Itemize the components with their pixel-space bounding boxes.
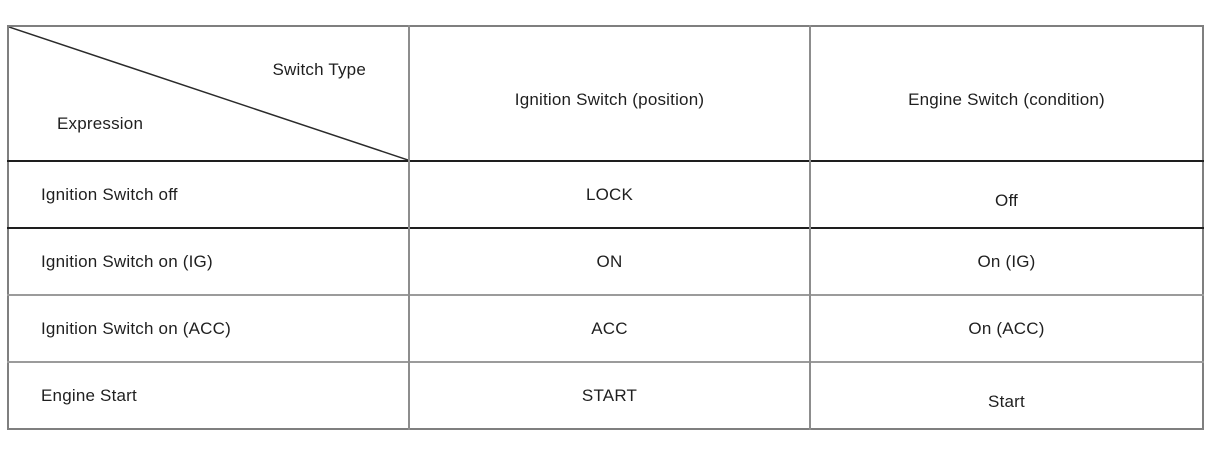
table-header-row: Switch Type Expression Ignition Switch (…	[8, 26, 1203, 161]
cell-engine-condition: Off	[809, 161, 1203, 228]
table-row-ignition-switch-off: Ignition Switch off LOCK Off	[8, 161, 1203, 228]
cell-ignition-position: LOCK	[408, 161, 810, 228]
cell-expression: Ignition Switch on (ACC)	[41, 318, 231, 338]
table-row-ignition-switch-on-ig: Ignition Switch on (IG) ON On (IG)	[8, 228, 1203, 295]
cell-engine-condition: Start	[809, 362, 1203, 429]
cell-ignition-position: START	[408, 362, 810, 429]
corner-label-expression: Expression	[57, 114, 144, 133]
cell-expression: Ignition Switch on (IG)	[41, 251, 213, 271]
diagonal-divider-line	[9, 27, 408, 160]
cell-expression: Ignition Switch off	[41, 184, 178, 204]
column-header-ignition-switch-position: Ignition Switch (position)	[408, 26, 810, 161]
table-row-engine-start: Engine Start START Start	[8, 362, 1203, 429]
cell-expression: Engine Start	[41, 385, 137, 405]
corner-label-switch-type: Switch Type	[272, 60, 366, 79]
cell-engine-condition: On (ACC)	[809, 295, 1203, 362]
cell-ignition-position: ACC	[408, 295, 810, 362]
cell-ignition-position: ON	[408, 228, 810, 295]
switch-type-table: Switch Type Expression Ignition Switch (…	[7, 25, 1204, 430]
table-row-ignition-switch-on-acc: Ignition Switch on (ACC) ACC On (ACC)	[8, 295, 1203, 362]
cell-engine-condition: On (IG)	[809, 228, 1203, 295]
column-header-engine-switch-condition: Engine Switch (condition)	[809, 26, 1203, 161]
corner-header-cell: Switch Type Expression	[8, 26, 409, 161]
